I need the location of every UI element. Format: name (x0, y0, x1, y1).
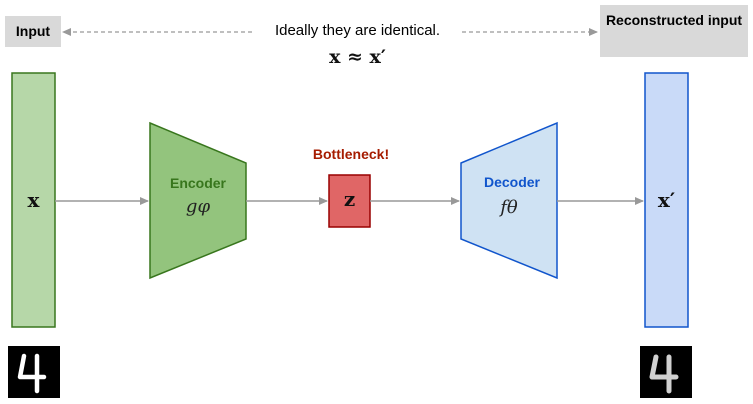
x-prime-symbol: x′ (657, 188, 676, 212)
z-symbol: z (343, 187, 356, 211)
x-symbol: x (27, 188, 40, 212)
decoder-function: fθ (500, 197, 518, 218)
encoder-label: Encoder (169, 175, 226, 191)
input-tag: Input (5, 16, 61, 47)
input-vector (11, 72, 56, 328)
reconstructed-input-tag: Reconstructed input (600, 5, 748, 57)
decoder-block (460, 121, 558, 280)
output-vector (644, 72, 689, 328)
bottleneck-label: Bottleneck! (312, 146, 390, 162)
output-digit-image (640, 346, 692, 398)
bottleneck-box (328, 174, 371, 228)
identical-caption: Ideally they are identical. (274, 22, 441, 39)
input-digit-image (8, 346, 60, 398)
decoder-label: Decoder (483, 174, 541, 190)
approx-equation: x ≈ x′ (329, 46, 386, 68)
encoder-block (149, 121, 247, 280)
encoder-function: gφ (185, 196, 211, 217)
